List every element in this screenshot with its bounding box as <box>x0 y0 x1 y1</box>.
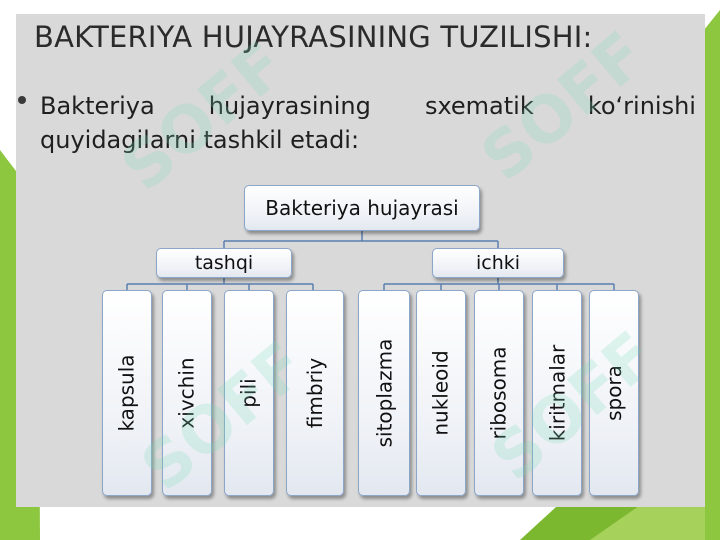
leaf-label: nukleoid <box>429 350 454 436</box>
bullet-word: sxematik <box>424 92 534 120</box>
leaf-box-xivchin: xivchin <box>162 290 212 496</box>
leaf-box-sitoplazma: sitoplazma <box>358 290 410 496</box>
leaf-label: sitoplazma <box>372 338 396 448</box>
leaf-label: pili <box>237 378 261 408</box>
leaf-box-fimbriy: fimbriy <box>286 290 344 496</box>
slide-title: BAKTERIYA HUJAYRASINING TUZILISHI: <box>34 20 593 54</box>
leaf-label: fimbriy <box>303 357 328 429</box>
leaf-label: spora <box>602 365 626 421</box>
diagram-root-box: Bakteriya hujayrasi <box>244 185 480 231</box>
bullet-text-line-1: Bakteriya hujayrasining sxematik ko‘rini… <box>40 92 696 120</box>
leaf-box-ribosoma: ribosoma <box>474 290 524 496</box>
leaf-box-kapsula: kapsula <box>102 290 152 496</box>
leaf-label: xivchin <box>175 357 200 429</box>
leaf-box-kiritmalar: kiritmalar <box>532 290 582 496</box>
bullet-word: Bakteriya <box>40 92 155 120</box>
leaf-box-nukleoid: nukleoid <box>416 290 466 496</box>
branch-box-ichki: ichki <box>432 248 564 278</box>
leaf-box-pili: pili <box>224 290 274 496</box>
leaf-label: ribosoma <box>487 346 512 440</box>
leaf-label: kapsula <box>115 354 139 432</box>
leaf-label: kiritmalar <box>545 344 570 442</box>
bullet-word: ko‘rinishi <box>587 92 696 120</box>
bullet-dot-icon <box>18 96 26 104</box>
branch-box-tashqi: tashqi <box>156 248 292 278</box>
bullet-word: hujayrasining <box>208 92 371 120</box>
bullet-text-line-2: quyidagilarni tashkil etadi: <box>40 126 360 154</box>
leaf-box-spora: spora <box>589 290 639 496</box>
